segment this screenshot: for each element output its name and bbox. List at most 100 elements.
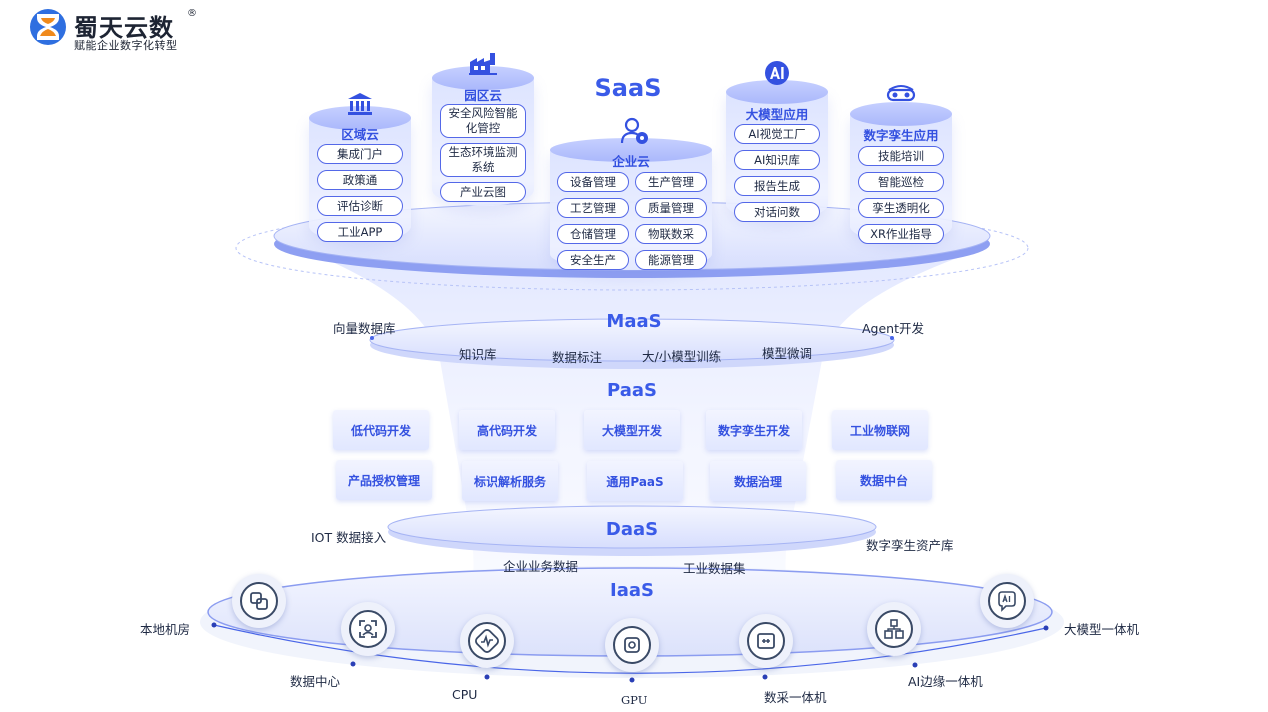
llm-apps-item-2[interactable]: 报告生成 <box>734 176 820 196</box>
enterprise-cloud-title: 企业云 <box>612 154 650 169</box>
park-cloud-module: 园区云 安全风险智能化管控 生态环境监测系统 产业云图 <box>432 53 534 206</box>
iaas-layer-title: IaaS <box>610 580 654 601</box>
iaas-dot-acquisition-box <box>762 674 768 680</box>
maas-left-dot <box>370 336 374 340</box>
regional-cloud-module: 区域云 集成门户 政策通 评估诊断 工业APP <box>309 93 411 242</box>
iaas-node-llm-box[interactable] <box>980 574 1034 628</box>
activity-icon <box>475 629 499 653</box>
government-building-icon <box>348 93 372 115</box>
regional-cloud-item-2[interactable]: 评估诊断 <box>317 196 403 216</box>
iaas-dot-cpu <box>484 674 490 680</box>
daas-right-label: 数字孪生资产库 <box>866 538 954 553</box>
iaas-node-edge-box[interactable] <box>867 602 921 656</box>
enterprise-cloud-item-5[interactable]: 物联数采 <box>635 224 707 244</box>
data-box-icon <box>757 633 775 649</box>
digital-twin-item-1[interactable]: 智能巡检 <box>858 172 944 192</box>
regional-cloud-item-3[interactable]: 工业APP <box>317 222 403 242</box>
registered-mark: ® <box>187 8 197 19</box>
brand-slogan: 赋能企业数字化转型 <box>74 39 178 52</box>
digital-twin-apps-module: 数字孪生应用 技能培训 智能巡检 孪生透明化 XR作业指导 <box>850 85 952 244</box>
digital-twin-item-2[interactable]: 孪生透明化 <box>858 198 944 218</box>
paas-row2-item-2[interactable]: 通用PaaS <box>587 461 683 501</box>
iaas-dot-llm-box <box>1043 625 1049 631</box>
iaas-dot-gpu <box>629 677 635 683</box>
hourglass-logo-icon <box>30 9 66 45</box>
vr-goggles-icon <box>886 85 916 102</box>
paas-row1-item-1[interactable]: 高代码开发 <box>459 410 555 450</box>
paas-row1-item-2[interactable]: 大模型开发 <box>584 410 680 450</box>
maas-left-label: 向量数据库 <box>333 321 396 336</box>
iaas-label-local-room: 本地机房 <box>140 622 191 637</box>
ai-chat-icon <box>998 591 1016 612</box>
iaas-node-cpu[interactable] <box>460 614 514 668</box>
maas-tray <box>369 318 895 362</box>
llm-apps-item-3[interactable]: 对话问数 <box>734 202 820 222</box>
maas-layer-title: MaaS <box>606 311 662 332</box>
paas-row1-item-3[interactable]: 数字孪生开发 <box>706 410 802 450</box>
iaas-label-gpu: GPU <box>621 693 648 707</box>
paas-row2-item-1[interactable]: 标识解析服务 <box>462 461 558 501</box>
enterprise-cloud-item-4[interactable]: 仓储管理 <box>557 224 629 244</box>
iaas-connection-line <box>213 624 1047 674</box>
iaas-label-cpu: CPU <box>452 687 478 702</box>
park-cloud-item-2[interactable]: 产业云图 <box>440 182 526 202</box>
daas-item-1: 工业数据集 <box>683 561 746 576</box>
iaas-label-data-center: 数据中心 <box>290 674 341 689</box>
park-cloud-item-1[interactable]: 生态环境监测系统 <box>440 143 526 177</box>
iaas-label-acquisition-box: 数采一体机 <box>764 690 827 705</box>
paas-row2-item-4[interactable]: 数据中台 <box>836 460 932 500</box>
daas-item-0: 企业业务数据 <box>503 559 579 574</box>
paas-row1-item-0[interactable]: 低代码开发 <box>333 410 429 450</box>
enterprise-cloud-item-2[interactable]: 工艺管理 <box>557 198 629 218</box>
maas-item-0: 知识库 <box>459 347 497 362</box>
enterprise-cloud-item-3[interactable]: 质量管理 <box>635 198 707 218</box>
llm-apps-item-1[interactable]: AI知识库 <box>734 150 820 170</box>
chip-icon <box>624 637 640 653</box>
enterprise-cloud-item-7[interactable]: 能源管理 <box>635 250 707 270</box>
maas-right-label: Agent开发 <box>862 321 924 336</box>
maas-item-1: 数据标注 <box>552 350 603 365</box>
maas-item-3: 模型微调 <box>762 346 813 361</box>
iaas-dot-local-room <box>211 622 217 628</box>
brand-logo: 蜀天云数 ® 赋能企业数字化转型 <box>28 6 228 52</box>
park-cloud-title: 园区云 <box>464 88 502 103</box>
iaas-node-local-room[interactable] <box>232 574 286 628</box>
network-blocks-icon <box>884 619 904 639</box>
paas-layer-title: PaaS <box>607 380 657 401</box>
enterprise-cloud-item-0[interactable]: 设备管理 <box>557 172 629 192</box>
iaas-label-llm-box: 大模型一体机 <box>1064 622 1140 637</box>
digital-twin-item-0[interactable]: 技能培训 <box>858 146 944 166</box>
iaas-node-data-center[interactable] <box>341 602 395 656</box>
daas-layer-title: DaaS <box>605 519 659 540</box>
park-cloud-item-0[interactable]: 安全风险智能化管控 <box>440 104 526 138</box>
factory-icon <box>469 53 497 75</box>
ai-badge-icon <box>765 61 789 85</box>
regional-cloud-title: 区域云 <box>341 127 379 142</box>
brand-name: 蜀天云数 <box>74 14 174 42</box>
enterprise-cloud-module: 企业云 设备管理 生产管理 工艺管理 质量管理 仓储管理 物联数采 安全生产 能… <box>550 117 712 270</box>
daas-left-label: IOT 数据接入 <box>311 530 387 545</box>
iaas-node-acquisition-box[interactable] <box>739 614 793 668</box>
llm-apps-item-0[interactable]: AI视觉工厂 <box>734 124 820 144</box>
enterprise-cloud-item-1[interactable]: 生产管理 <box>635 172 707 192</box>
llm-apps-module: 大模型应用 AI视觉工厂 AI知识库 报告生成 对话问数 <box>726 61 828 222</box>
paas-row2-item-0[interactable]: 产品授权管理 <box>336 460 432 500</box>
iaas-label-edge-box: AI边缘一体机 <box>908 674 983 689</box>
digital-twin-item-3[interactable]: XR作业指导 <box>858 224 944 244</box>
copy-squares-icon <box>250 592 268 610</box>
iaas-node-gpu[interactable] <box>605 618 659 672</box>
maas-item-2: 大/小模型训练 <box>642 349 722 364</box>
scan-icon <box>359 620 377 638</box>
user-settings-icon <box>620 117 648 144</box>
llm-apps-title: 大模型应用 <box>745 107 809 122</box>
enterprise-cloud-item-6[interactable]: 安全生产 <box>557 250 629 270</box>
digital-twin-apps-title: 数字孪生应用 <box>863 128 939 143</box>
saas-layer-title: SaaS <box>594 74 662 102</box>
regional-cloud-item-0[interactable]: 集成门户 <box>317 144 403 164</box>
regional-cloud-item-1[interactable]: 政策通 <box>317 170 403 190</box>
iaas-dot-data-center <box>350 661 356 667</box>
paas-row1-item-4[interactable]: 工业物联网 <box>832 410 928 450</box>
paas-row2-item-3[interactable]: 数据治理 <box>710 461 806 501</box>
daas-tray <box>387 505 877 549</box>
